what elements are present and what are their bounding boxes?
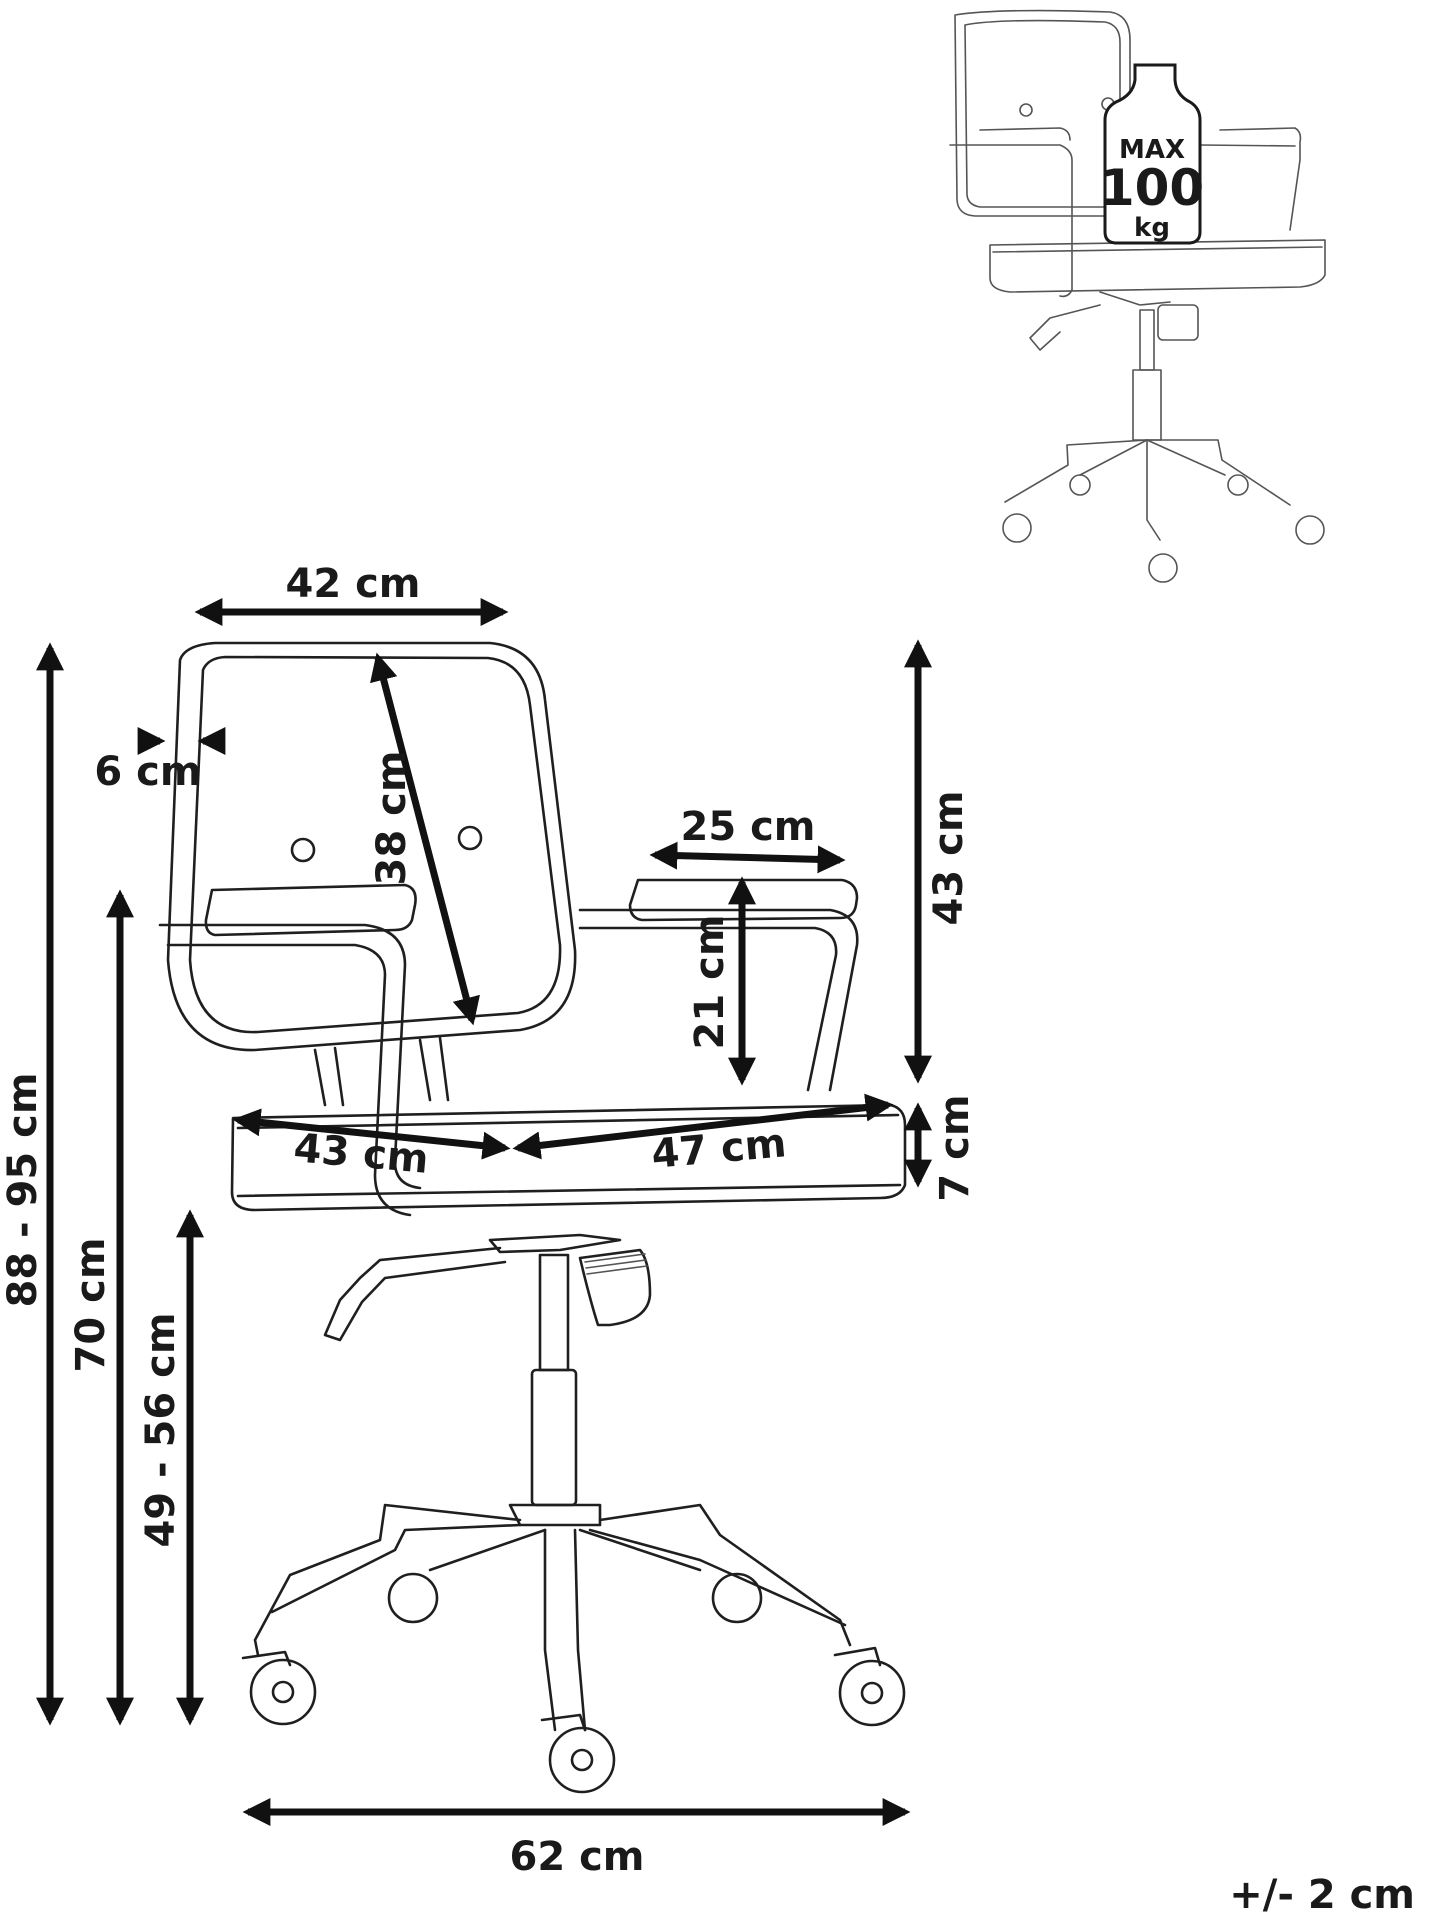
label-seat-thickness: 7 cm: [932, 1094, 978, 1201]
label-base-width: 62 cm: [510, 1834, 645, 1880]
label-backrest-height: 38 cm: [369, 751, 415, 886]
label-armrest-height: 21 cm: [687, 915, 733, 1050]
badge-max-text: MAX: [1119, 135, 1185, 165]
label-armrest-length: 25 cm: [681, 804, 816, 850]
label-tolerance: +/- 2 cm: [1229, 1872, 1415, 1918]
arrow-seat-width: [512, 1093, 894, 1160]
label-seat-height: 49 - 56 cm: [138, 1312, 184, 1547]
small-chair-illustration: [949, 9, 1326, 583]
label-total-height: 88 - 95 cm: [0, 1072, 46, 1307]
badge-unit-text: kg: [1134, 213, 1170, 243]
badge-value-text: 100: [1100, 159, 1204, 217]
weight-capacity-badge: MAX 100 kg: [1100, 63, 1204, 245]
label-backrest-thickness: 6 cm: [94, 749, 201, 795]
arrow-armrest-length: [649, 841, 846, 874]
label-back-height: 43 cm: [926, 791, 972, 926]
arrow-seat-depth: [232, 1108, 511, 1160]
label-backrest-width: 42 cm: [286, 561, 421, 607]
dimension-arrows: [36, 598, 932, 1826]
label-seat-depth: 43 cm: [292, 1125, 430, 1183]
label-armrest-floor-height: 70 cm: [68, 1238, 114, 1373]
arrow-backrest-height: [370, 652, 480, 1026]
dimension-labels: 42 cm 6 cm 38 cm 25 cm 21 cm 43 cm 7 cm …: [0, 561, 1415, 1918]
